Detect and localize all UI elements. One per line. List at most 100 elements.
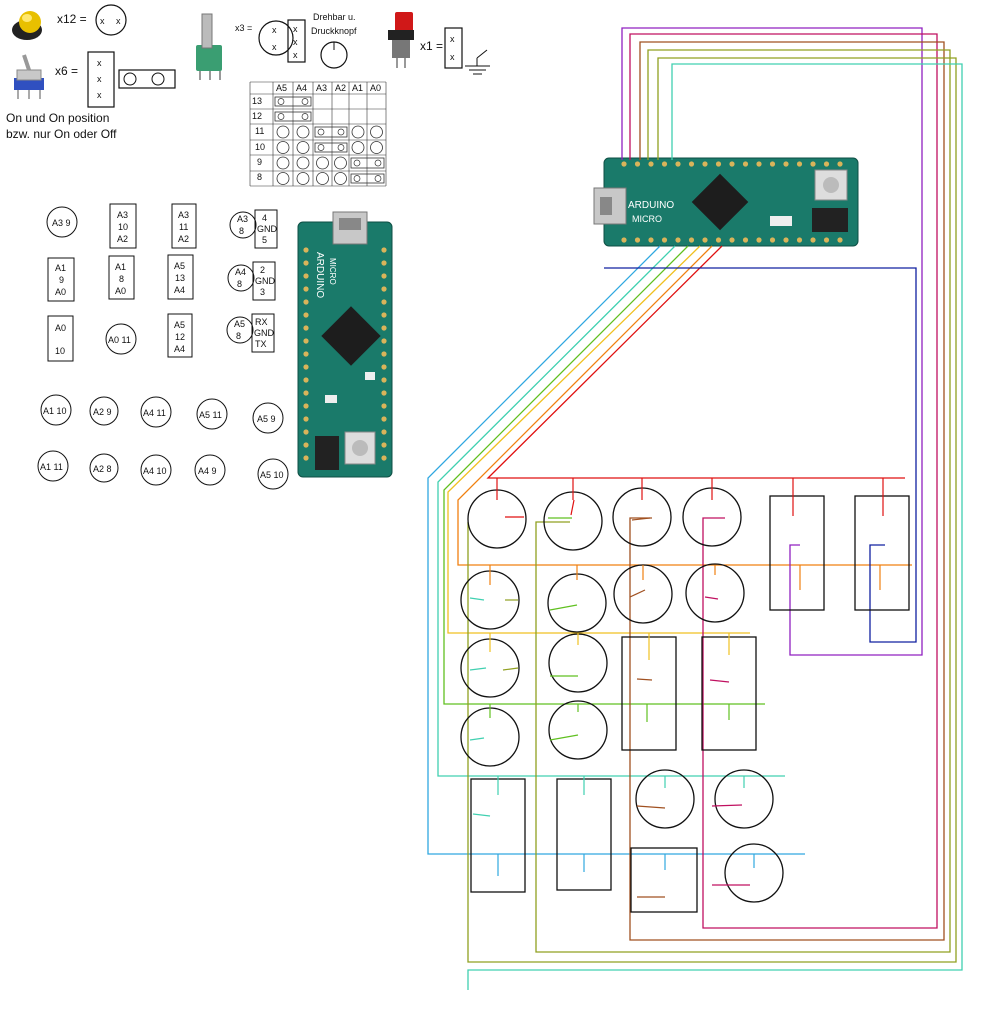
encoder-multiplier: x3 = — [235, 23, 252, 33]
board-pin — [837, 237, 843, 243]
assign-circle-a2-9-label: A2 9 — [93, 407, 112, 417]
encoder-knob-symbol — [320, 41, 348, 69]
matrix-col-a2: A2 — [335, 83, 346, 93]
assign-rect-a1-8-a0 — [108, 255, 135, 300]
assign-circle-a0-11 — [105, 323, 137, 355]
assign-circle-a4-8-label2: 8 — [237, 279, 242, 289]
board-pin — [621, 161, 627, 167]
assign-circle-a5-8-label2: 8 — [236, 331, 241, 341]
matrix-cell-switch — [350, 173, 385, 184]
assign-circle-a2-8-label: A2 8 — [93, 464, 112, 474]
lead-brown — [636, 805, 666, 809]
switch-note-line-1: On und On position — [6, 111, 109, 125]
toggle-pin-2: x — [450, 52, 455, 62]
encoder-symbol-circle — [258, 20, 294, 56]
assign-rect-a0-10 — [47, 315, 74, 362]
matrix-cell-switch-dot — [353, 175, 361, 182]
assign-rect-2-gnd-3-l3: 3 — [260, 287, 265, 297]
assign-rect-a5-12-a4-l3: A4 — [174, 344, 185, 354]
assign-circle-a4-10 — [140, 454, 172, 486]
assign-rect-a3-11-a2-l1: A3 — [178, 210, 189, 220]
matrix-cell-switch-dot — [277, 113, 285, 120]
matrix-cell-switch-dot — [317, 128, 325, 136]
lead-red — [570, 499, 575, 516]
assign-circle-a1-11 — [37, 450, 69, 482]
panel-toggle-switch — [854, 495, 910, 611]
matrix-row-12: 12 — [252, 111, 262, 121]
assign-rect-a3-10-a2-l3: A2 — [117, 234, 128, 244]
matrix-row-10: 10 — [255, 142, 265, 152]
board-pin — [729, 237, 735, 243]
switch-pin-3: x — [97, 90, 102, 100]
matrix-row-9: 9 — [257, 157, 262, 167]
board-model-vertical: MICRO — [328, 258, 337, 285]
board-pin — [688, 237, 695, 243]
assign-rect-rx-gnd-tx-l3: TX — [255, 339, 267, 349]
matrix-col-a3: A3 — [316, 83, 327, 93]
wire-orange-row — [457, 245, 912, 566]
wire-purple-col — [621, 27, 923, 656]
board-brand-horizontal: ARDUINO — [628, 200, 674, 211]
board-pin — [796, 161, 803, 167]
board-pin — [303, 273, 309, 279]
assign-rect-a3-11-a2-l3: A2 — [178, 234, 189, 244]
button-pin-2: x — [116, 16, 121, 26]
board-pin — [303, 286, 309, 292]
assign-circle-a2-8 — [89, 453, 119, 483]
matrix-cell-button — [334, 172, 347, 185]
legend: x12 = x x x6 = x x x On und On position … — [6, 4, 490, 141]
assign-circle-a4-11 — [140, 396, 172, 428]
board-pin — [303, 351, 309, 357]
board-pin — [303, 429, 309, 435]
panel-safety-toggle — [630, 847, 698, 913]
matrix-cell-button — [351, 125, 365, 139]
panel-toggle-switch — [556, 778, 612, 891]
lead-magenta — [709, 679, 730, 683]
matrix-cell-switch — [350, 157, 385, 169]
assign-circle-a3-9 — [46, 206, 78, 238]
board-pin — [648, 161, 654, 167]
panel-components — [460, 487, 910, 913]
lead-olive — [502, 667, 519, 671]
assign-circle-a5-8 — [226, 316, 254, 344]
switch-pin-2: x — [97, 74, 102, 84]
matrix-cell-button — [334, 156, 347, 170]
assign-circle-a4-8 — [227, 264, 255, 292]
assign-rect-a0-10-l3: 10 — [55, 346, 65, 356]
board-pin — [661, 161, 668, 167]
matrix-cell-button — [316, 156, 329, 170]
matrix-table: A5 A4 A3 A2 A1 A0 13 12 11 10 9 8 — [249, 81, 387, 187]
panel-button — [685, 563, 745, 623]
board-pin — [381, 416, 387, 422]
lead-cyan — [469, 737, 485, 741]
board-pin — [837, 161, 843, 167]
assign-rect-a1-9-a0 — [47, 257, 75, 302]
board-pin — [381, 403, 387, 409]
board-pin — [621, 237, 627, 243]
assign-circle-a5-9-label: A5 9 — [257, 414, 276, 424]
lead-magenta — [711, 804, 743, 807]
board-pin — [381, 286, 387, 292]
board-pin — [303, 338, 309, 344]
panel-button — [548, 700, 608, 760]
assign-rect-a1-9-a0-l2: 9 — [59, 275, 64, 285]
lead-cyan — [469, 667, 487, 671]
matrix-col-a4: A4 — [296, 83, 307, 93]
board-pins-bottom — [621, 237, 843, 243]
lead-brown — [629, 589, 646, 598]
matrix-cell-button — [296, 141, 310, 154]
panel-button — [547, 573, 607, 633]
board-brand-vertical: ARDUINO — [314, 252, 325, 298]
assign-rect-a5-13-a4-l3: A4 — [174, 285, 185, 295]
board-pin — [303, 260, 309, 266]
switch-multiplier: x6 = — [55, 64, 78, 78]
board-pin — [381, 455, 387, 461]
matrix-cell-button — [296, 125, 310, 139]
assign-circle-a4-9 — [194, 454, 226, 486]
assign-circle-a5-9 — [252, 402, 284, 434]
board-pin — [303, 403, 309, 409]
matrix-cell-switch-dot — [317, 144, 325, 151]
matrix-cell-switch-dot — [301, 113, 309, 120]
board-pin — [823, 237, 830, 243]
rotary-encoder-icon — [196, 13, 222, 80]
